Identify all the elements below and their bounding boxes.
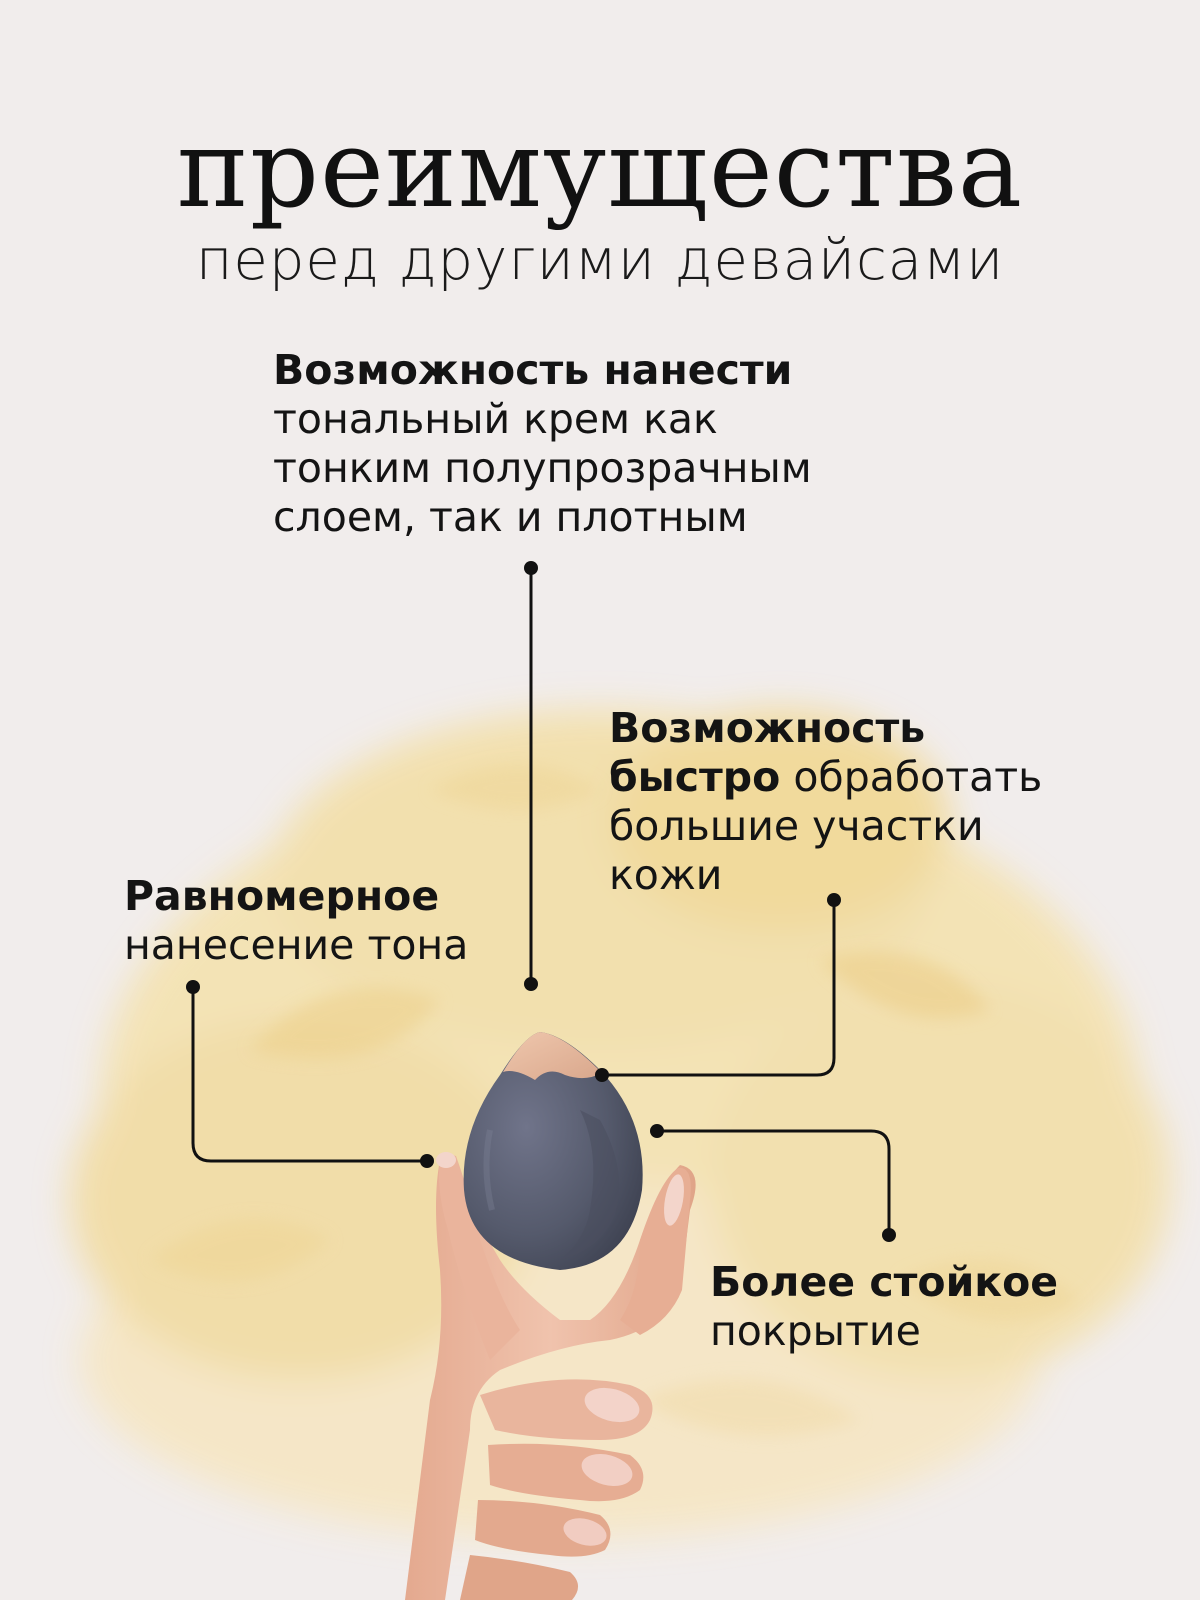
- feature-long-lasting-coverage: Более стойкое покрытие: [710, 1258, 1058, 1356]
- callout-dot: [524, 561, 538, 575]
- hand-holding-sponge: [405, 1152, 696, 1600]
- feature-text-line: слоем, так и плотным: [273, 493, 748, 541]
- feature-even-application: Равномерное нанесение тона: [124, 872, 468, 970]
- feature-heading-inline: быстро: [609, 753, 781, 801]
- makeup-sponge: [463, 1032, 643, 1270]
- callout-line-4: [657, 1129, 891, 1235]
- feature-heading: Возможность: [609, 704, 926, 752]
- callout-dot: [186, 980, 200, 994]
- feature-thin-or-dense-coverage: Возможность нанести тональный крем как т…: [273, 346, 812, 542]
- callout-lines: [191, 568, 891, 1235]
- callout-dot: [882, 1228, 896, 1242]
- callout-dot: [420, 1154, 434, 1168]
- callout-dot: [524, 977, 538, 991]
- feature-text-line: тонким полупрозрачным: [273, 444, 812, 492]
- page-title: преимущества: [176, 107, 1024, 232]
- callout-dot: [827, 893, 841, 907]
- feature-fast-large-areas: Возможность быстро обработать большие уч…: [609, 704, 1042, 900]
- feature-heading: Равномерное: [124, 872, 440, 920]
- feature-text-line: быстро обработать: [609, 753, 1042, 802]
- feature-heading: Возможность нанести: [273, 346, 793, 394]
- feature-text-line: покрытие: [710, 1307, 921, 1355]
- feature-text-line: тональный крем как: [273, 395, 718, 443]
- feature-text-inline: обработать: [780, 753, 1043, 801]
- feature-text-line: кожи: [609, 851, 723, 899]
- callout-dot: [650, 1124, 664, 1138]
- callout-line-3: [191, 987, 427, 1163]
- feature-text-line: нанесение тона: [124, 921, 469, 969]
- page-subtitle: перед другими девайсами: [195, 228, 1005, 293]
- callout-dot: [595, 1068, 609, 1082]
- feature-text-line: большие участки: [609, 802, 984, 850]
- feature-heading: Более стойкое: [710, 1258, 1059, 1306]
- callout-line-2: [602, 900, 836, 1077]
